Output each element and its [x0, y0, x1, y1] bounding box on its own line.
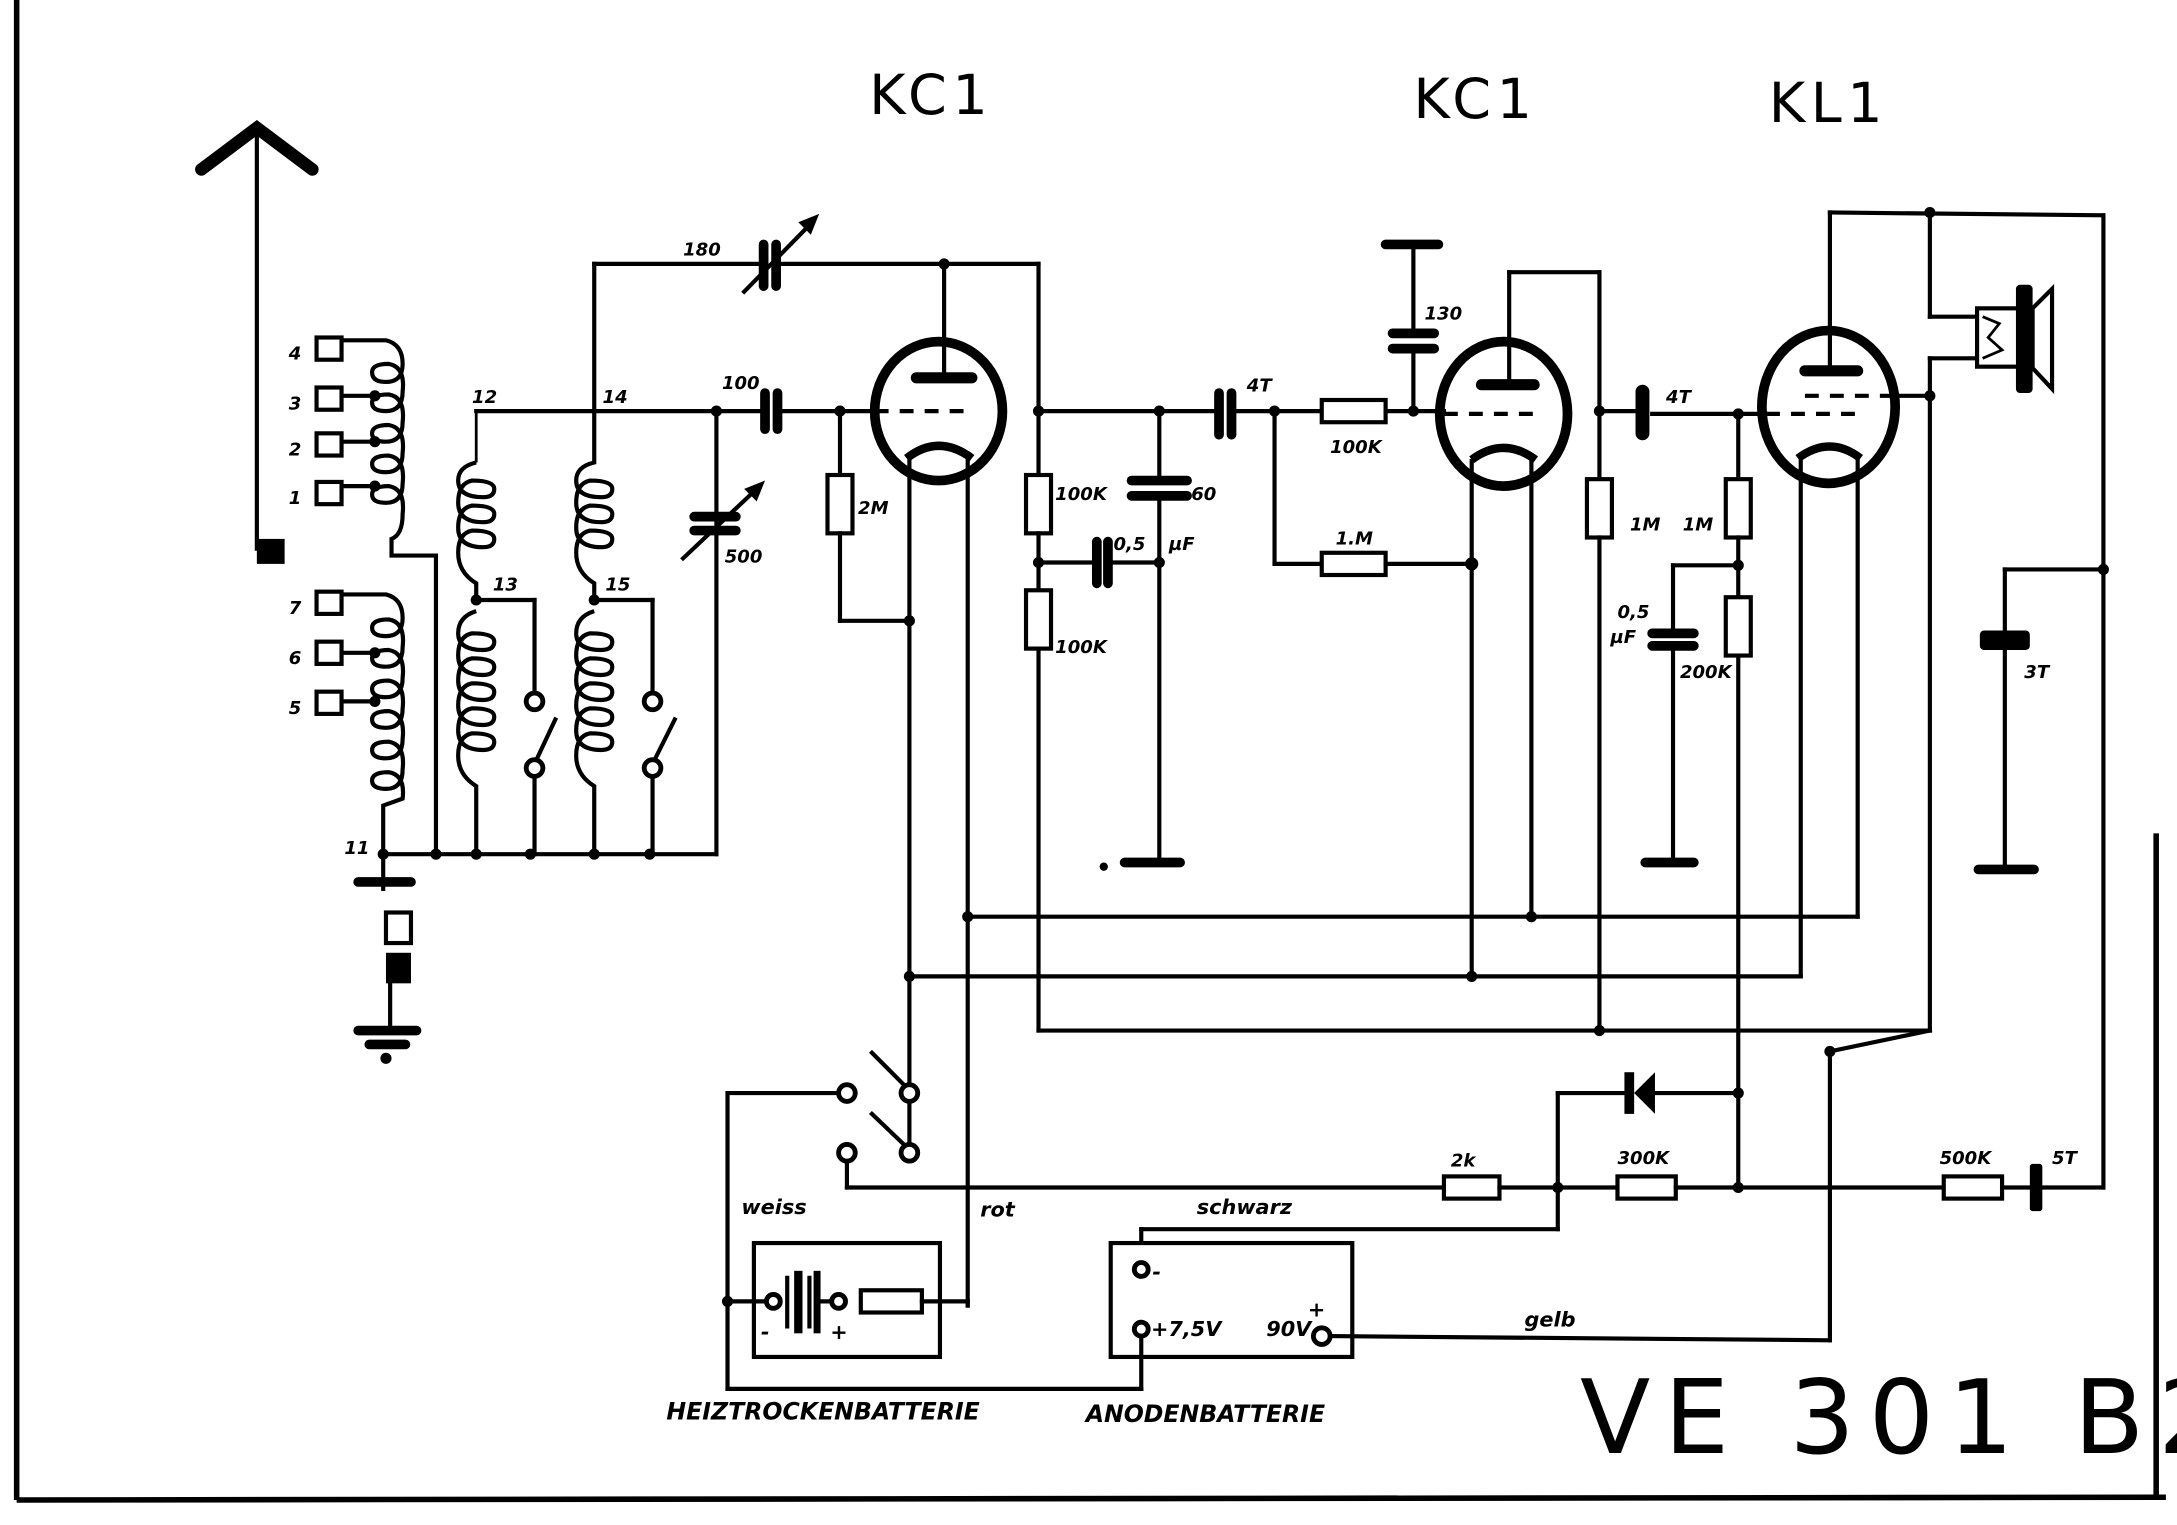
- tap-label-3: 3: [289, 394, 302, 415]
- coupling-cap-2-value: 4T: [1665, 387, 1693, 408]
- node-label-12: 12: [472, 387, 497, 408]
- anode-network-1: 100K 100K 60 0,5 µF: [1023, 405, 1219, 1033]
- grid-cap-1-value: 100: [722, 373, 760, 394]
- ground-icon: [353, 1025, 422, 1064]
- tuning-cap-value: 500: [725, 546, 763, 567]
- node-label-11: 11: [344, 838, 369, 859]
- node-label-14: 14: [603, 387, 628, 408]
- feedback-cap-value: 180: [683, 240, 721, 261]
- wire-label-black: schwarz: [1197, 1195, 1293, 1219]
- tap-label-6: 6: [289, 648, 302, 669]
- tube-label-kc1-first: KC1: [869, 63, 993, 128]
- tube-kl1: [1757, 206, 2106, 979]
- page-frame: [13, 0, 2166, 1503]
- tap-socket-7[interactable]: [314, 589, 344, 616]
- band-switch-lever-1[interactable]: [531, 716, 559, 767]
- wire-label-white: weiss: [741, 1195, 806, 1219]
- bias-network: 2k 300K 500K 5T: [1139, 1072, 2106, 1266]
- anode-battery-high-terminal[interactable]: [1310, 1325, 1333, 1347]
- anode-battery: - +7,5V 90V + ANODENBATTERIE: [1084, 1240, 1833, 1428]
- grid-resistor-3-value: 1M: [1683, 515, 1714, 536]
- anode-battery-minus-terminal[interactable]: [1131, 1260, 1151, 1279]
- wire-label-yellow: gelb: [1524, 1307, 1575, 1331]
- grid-cap-2-value: 130: [1424, 303, 1462, 324]
- tap-socket-1[interactable]: [314, 479, 344, 507]
- tap-socket-2[interactable]: [314, 431, 344, 458]
- grid-series-resistor-value: 100K: [1330, 437, 1384, 458]
- tube-kc1-first: [869, 261, 1008, 1308]
- tap-label-4: 4: [288, 344, 302, 365]
- anode-cap-1-value: 60: [1191, 484, 1216, 505]
- decouple-cap-1-value: 0,5: [1113, 534, 1145, 555]
- tuning-coils: 12 13 14 15: [456, 387, 678, 857]
- anode-resistor-2-value: 1M: [1630, 515, 1661, 536]
- anode-network-2: 1M 1M 4T 0,5 µF 200K: [1584, 384, 1769, 1190]
- tap-label-1: 1: [289, 488, 302, 509]
- tap-socket-6[interactable]: [314, 639, 344, 666]
- speaker-icon: [1927, 210, 2055, 1033]
- wire-label-red: rot: [980, 1198, 1016, 1222]
- rectifier-diode-icon: [1624, 1072, 1655, 1114]
- anode-battery-high-sign: +: [1308, 1298, 1325, 1322]
- band-switch-lever-2[interactable]: [649, 716, 678, 767]
- resistor-300k-value: 300K: [1617, 1148, 1671, 1169]
- coupling-capacitor-1: 4T: [1214, 376, 1324, 440]
- anode-battery-caption: ANODENBATTERIE: [1084, 1400, 1325, 1428]
- band-switch-contact[interactable]: [523, 690, 546, 713]
- schematic-title: VE 301 B2: [1580, 1359, 2177, 1478]
- tube-kc1-second: [1434, 270, 1602, 979]
- heater-battery-minus: -: [761, 1320, 770, 1344]
- battery-icon: [785, 1270, 821, 1334]
- anode-battery-high-tap: 90V: [1266, 1317, 1313, 1341]
- cap-5t-value: 5T: [2052, 1148, 2079, 1169]
- output-decoupling: 3T: [1973, 213, 2109, 1190]
- heater-battery-plus: +: [830, 1320, 847, 1344]
- ground-socket[interactable]: [383, 910, 414, 946]
- speaker-cap-value: 3T: [2024, 662, 2051, 683]
- grid-resistor-1: 2M: [825, 409, 915, 627]
- resistor-500k-value: 500K: [1940, 1148, 1994, 1169]
- anode-resistor-1a-value: 100K: [1055, 484, 1109, 505]
- ground-connection: 11: [344, 838, 719, 1064]
- antenna-tap-sockets: 4 3 2 1: [288, 335, 344, 509]
- tap-socket-3[interactable]: [314, 385, 344, 412]
- antenna-icon: [195, 119, 319, 564]
- grid-resistor-1-value: 2M: [858, 498, 889, 519]
- feedback-capacitor[interactable]: 180: [683, 213, 820, 295]
- grid-network-2: 100K 130 1.M: [1272, 239, 1479, 578]
- grid-resistor-3b-value: 200K: [1680, 662, 1734, 683]
- antenna-coil: [331, 338, 439, 855]
- supply-buses: [903, 911, 1933, 1343]
- node-label-15: 15: [605, 574, 630, 595]
- tuning-capacitor[interactable]: 500: [680, 480, 766, 568]
- filter-cap-value: 0,5: [1617, 602, 1649, 623]
- decouple-cap-1-unit: µF: [1168, 534, 1195, 555]
- heater-battery-caption: HEIZTROCKENBATTERIE: [666, 1397, 979, 1425]
- grid-leak-resistor-2-value: 1.M: [1336, 528, 1373, 549]
- tap-label-2: 2: [289, 440, 302, 461]
- anode-battery-low-tap: +7,5V: [1151, 1317, 1223, 1341]
- tap-label-5: 5: [289, 698, 302, 719]
- tap-label-7: 7: [289, 598, 302, 619]
- power-switch[interactable]: [725, 1049, 1447, 1391]
- tap-socket-5[interactable]: [314, 689, 344, 716]
- grid-capacitor-1: 100: [722, 373, 783, 435]
- node-label-13: 13: [493, 574, 518, 595]
- tap-socket-4[interactable]: [314, 335, 344, 362]
- input-wiring: [474, 258, 1041, 857]
- tube-label-kl1: KL1: [1769, 71, 1888, 136]
- filter-cap-unit: µF: [1610, 627, 1637, 648]
- coupling-cap-1-value: 4T: [1246, 376, 1274, 397]
- tube-label-kc1-second: KC1: [1413, 67, 1537, 132]
- anode-battery-low-terminal[interactable]: [1131, 1319, 1151, 1339]
- anode-resistor-1b-value: 100K: [1055, 637, 1109, 658]
- resistor-2k-value: 2k: [1451, 1151, 1477, 1172]
- anode-battery-minus: -: [1152, 1260, 1161, 1284]
- heater-battery: - + HEIZTROCKENBATTERIE: [666, 1240, 1144, 1425]
- coupling-coil: 7 6 5: [289, 589, 406, 855]
